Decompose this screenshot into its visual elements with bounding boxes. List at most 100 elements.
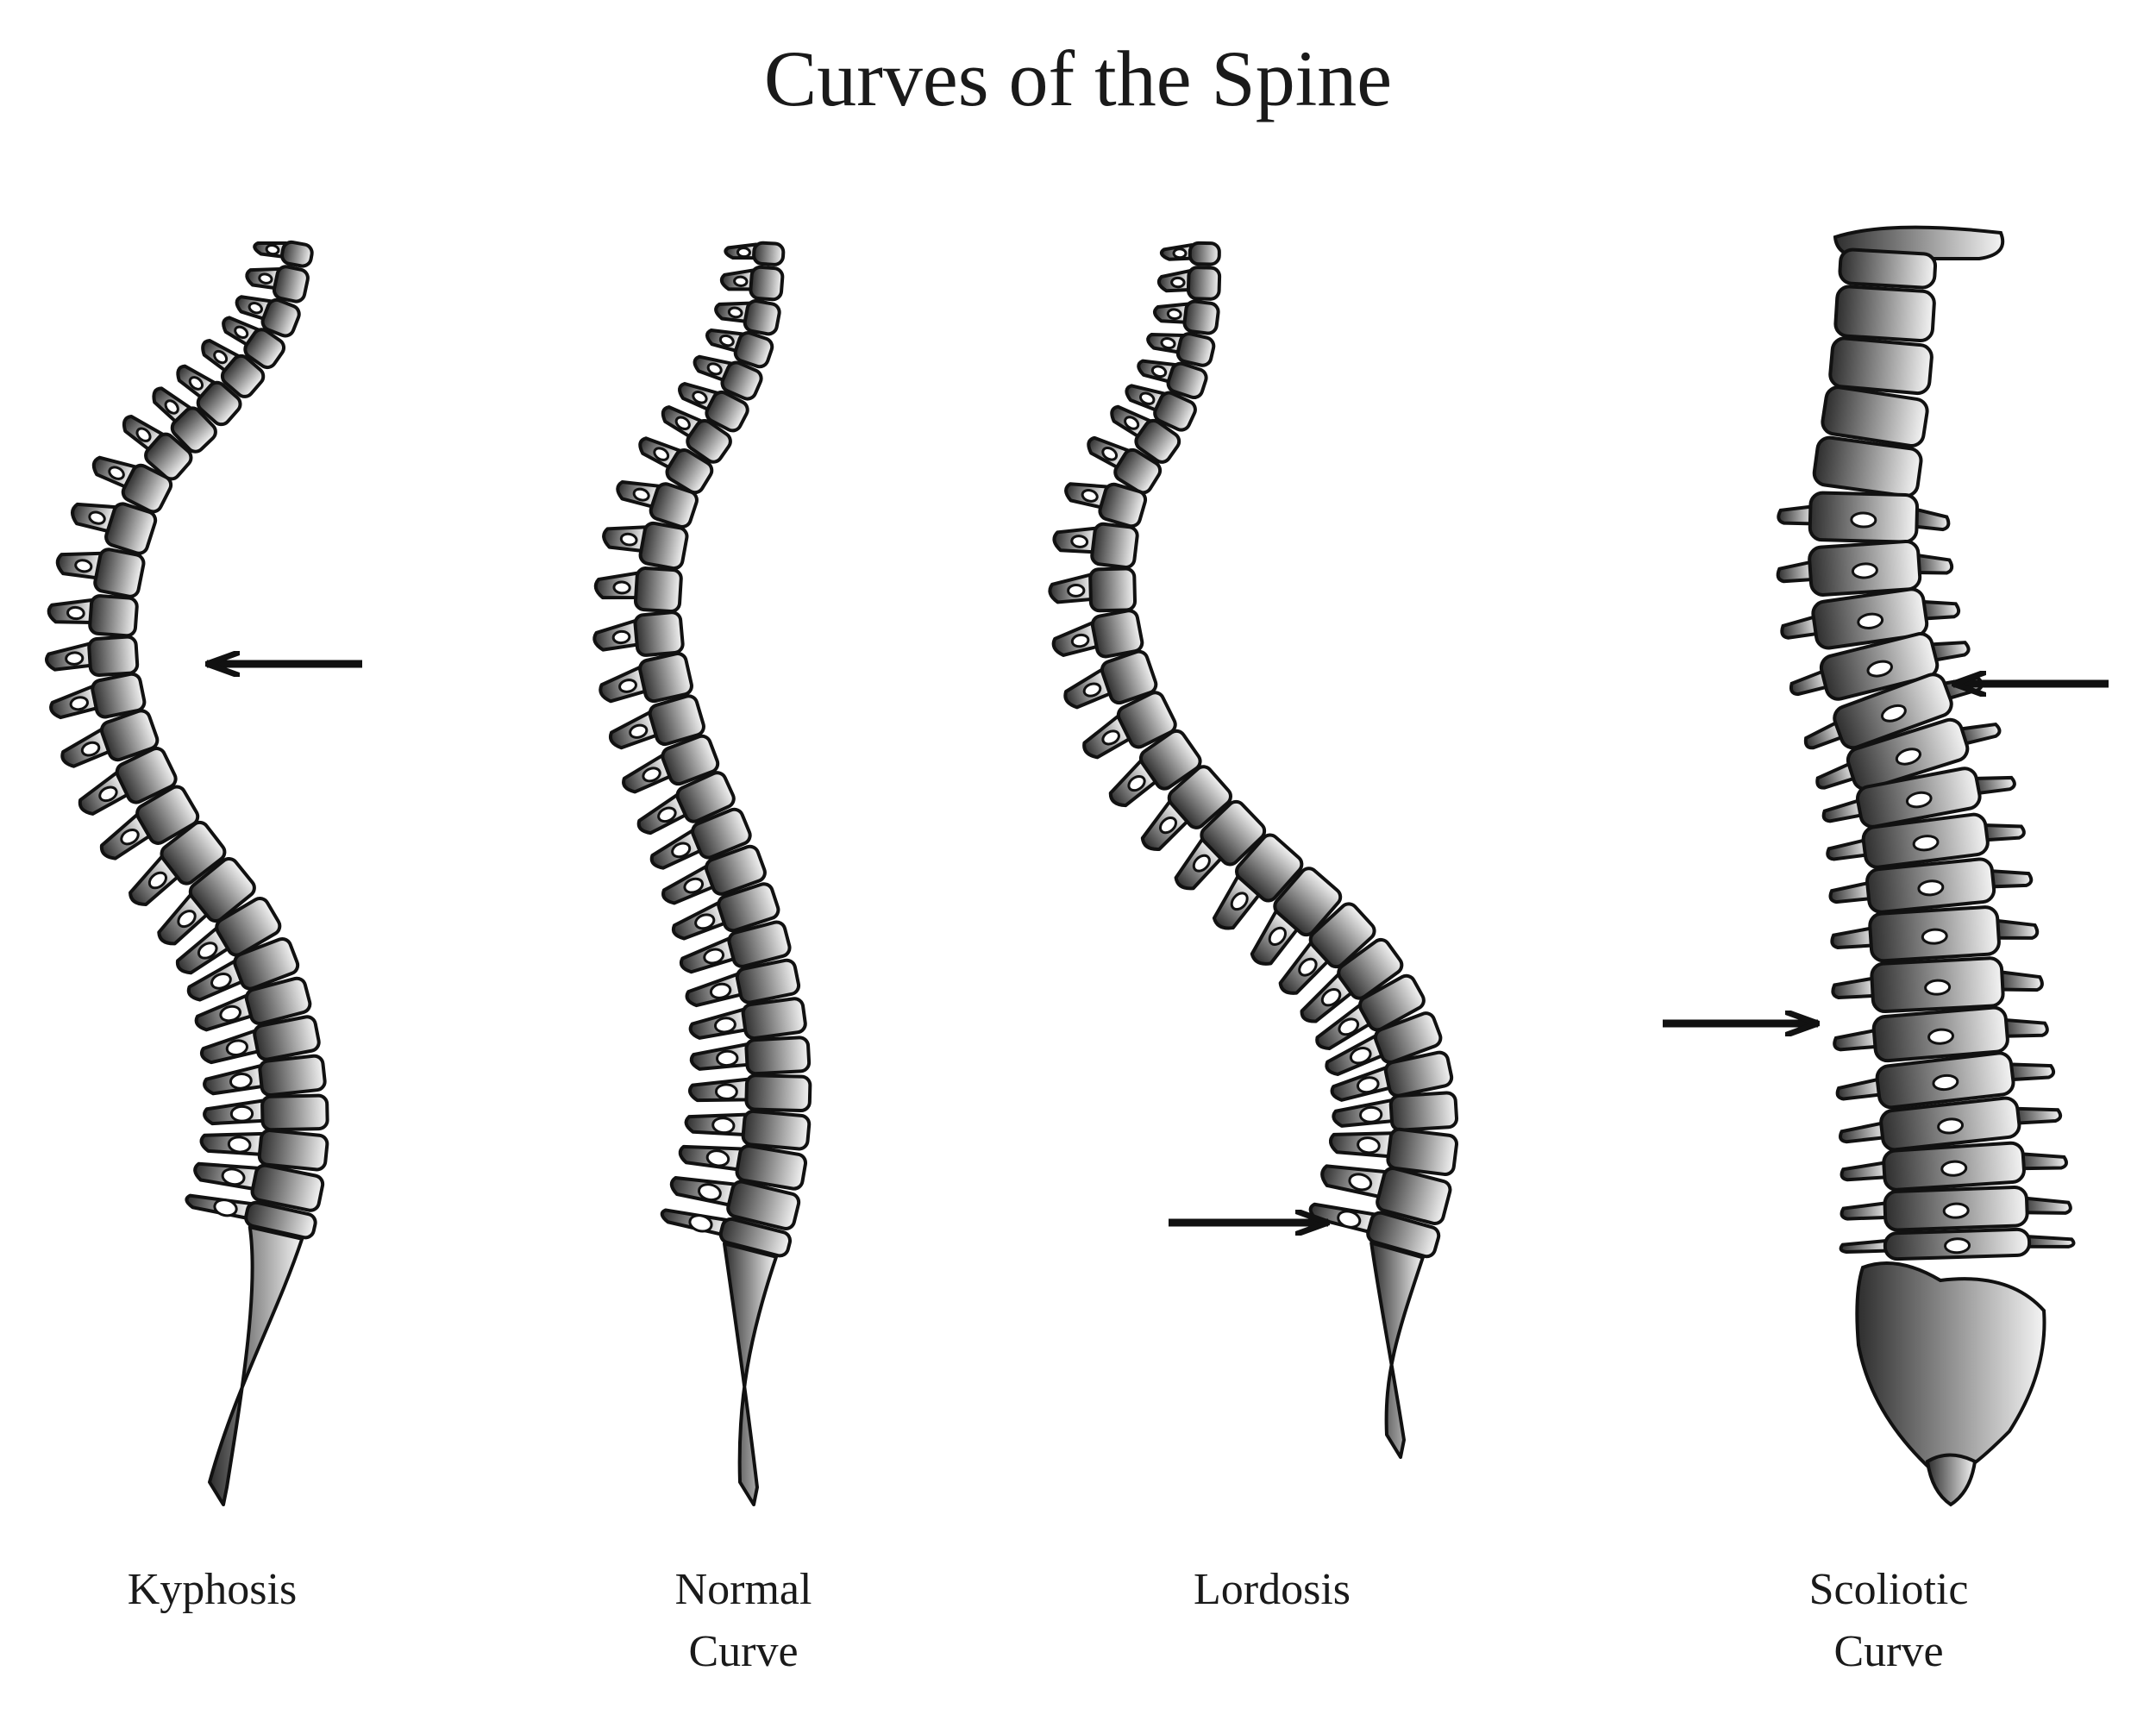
vertebra (1320, 1164, 1452, 1226)
vertebra (616, 480, 699, 529)
vertebra (608, 694, 705, 750)
vertebra (55, 548, 146, 598)
vertebra (1328, 1127, 1458, 1177)
vertebra (1839, 1227, 2076, 1261)
vertebra (1839, 1096, 2063, 1152)
vertebra (592, 610, 685, 657)
vertebra (593, 566, 683, 613)
vertebra (719, 265, 785, 302)
vertebra (253, 240, 314, 268)
vertebra (679, 920, 792, 974)
vertebra (684, 1109, 812, 1151)
label-kyphosis: Kyphosis (0, 1559, 428, 1621)
vertebra (194, 976, 312, 1032)
vertebra (1159, 241, 1221, 266)
sacrum (722, 1242, 779, 1506)
vertebra (1300, 937, 1404, 1023)
vertebra (1831, 956, 2044, 1014)
vertebra (201, 339, 266, 398)
vertebra (1152, 299, 1220, 335)
vertebra (186, 937, 300, 1002)
vertebra (1051, 609, 1144, 659)
coccyx (1925, 1453, 1977, 1507)
vertebra (1821, 767, 2016, 829)
vertebra (60, 709, 160, 768)
sacrum (208, 1225, 304, 1506)
sacrum (1369, 1241, 1425, 1459)
label-normal-curve: Normal Curve (528, 1559, 959, 1683)
vertebra (622, 734, 720, 794)
vertebra (1815, 717, 2002, 792)
vertebra (122, 415, 193, 481)
vertebra (1052, 522, 1139, 569)
vertebra (1156, 266, 1222, 301)
label-scoliotic-line2: Curve (1833, 1627, 1944, 1676)
vertebra (1108, 729, 1202, 808)
spine-normal (592, 241, 812, 1506)
vertebra (1777, 491, 1951, 544)
vertebra (636, 771, 736, 835)
vertebra (678, 382, 749, 433)
vertebra (1140, 765, 1232, 851)
vertebra (91, 455, 173, 514)
label-lordosis: Lordosis (1056, 1559, 1488, 1621)
diagram-title: Curves of the Spine (763, 34, 1393, 122)
vertebra (724, 241, 786, 266)
vertebra (1082, 691, 1177, 760)
vertebra (1839, 1185, 2072, 1232)
vertebra (638, 436, 714, 495)
vertebra (203, 1054, 327, 1098)
vertebra (693, 354, 763, 401)
vertebra (128, 820, 227, 906)
vertebra (45, 635, 140, 677)
vertebra (245, 265, 310, 304)
vertebra (714, 299, 781, 336)
label-normal-line2: Curve (688, 1627, 799, 1676)
vertebra (175, 896, 282, 975)
vertebra (1325, 1011, 1443, 1076)
vertebra (199, 1015, 321, 1065)
vertebra (678, 1144, 808, 1191)
vertebra (1812, 435, 1923, 498)
sacrum (1855, 1261, 2046, 1473)
vertebra (235, 295, 301, 338)
vertebra (1146, 332, 1216, 367)
vertebra (661, 405, 732, 464)
vertebra (1064, 482, 1148, 529)
vertebra (152, 386, 217, 454)
vertebra (599, 652, 693, 704)
vertebra (1110, 404, 1181, 464)
vertebra (222, 316, 286, 370)
vertebra (1063, 649, 1158, 710)
vertebra (660, 1208, 793, 1258)
vertebra (203, 1093, 329, 1132)
vertebra (1830, 905, 2040, 963)
vertebra (1789, 632, 1971, 701)
vertebra (1125, 384, 1197, 432)
vertebra (1250, 867, 1343, 966)
vertebra (1174, 799, 1267, 891)
vertebra (689, 1036, 812, 1076)
vertebra (1838, 247, 1938, 290)
vertebra (1212, 833, 1304, 930)
vertebra (705, 328, 774, 369)
vertebra (1278, 902, 1376, 995)
vertebra (157, 857, 256, 946)
vertebra (1048, 566, 1138, 613)
vertebra (47, 594, 139, 638)
vertebra (602, 521, 689, 571)
vertebra (671, 882, 780, 941)
label-scoliotic-curve: Scoliotic Curve (1673, 1559, 2104, 1683)
label-kyphosis-line1: Kyphosis (127, 1565, 298, 1614)
vertebra (1087, 435, 1163, 495)
vertebra (1137, 359, 1208, 399)
vertebra (176, 364, 242, 427)
vertebra (193, 1161, 325, 1212)
vertebra (688, 997, 807, 1041)
vertebra (71, 502, 158, 555)
vertebra (1780, 587, 1961, 650)
spine-kyphosis (45, 240, 329, 1506)
vertebra (1835, 1051, 2056, 1110)
spine-scoliotic (1776, 225, 2076, 1507)
